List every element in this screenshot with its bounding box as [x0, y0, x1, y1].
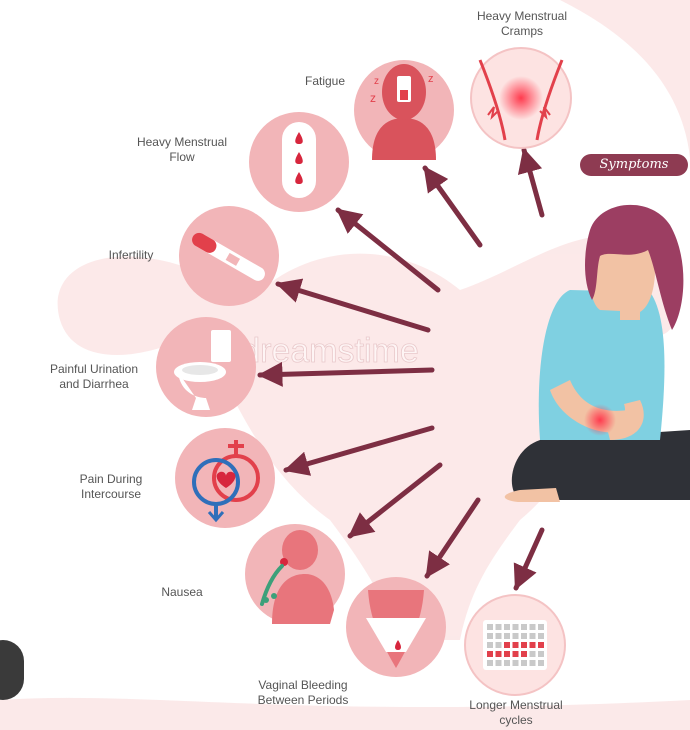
arrow-bleeding: [424, 497, 481, 579]
label-fatigue: Fatigue: [304, 74, 346, 88]
calendar-day: [504, 651, 510, 657]
calendar-day: [521, 660, 527, 666]
svg-text:z: z: [370, 91, 376, 105]
calendar-day: [495, 633, 502, 639]
lens-button-icon[interactable]: [0, 640, 24, 700]
calendar-day: [538, 624, 544, 630]
arrow-cramps: [517, 147, 545, 218]
calendar-day: [512, 633, 519, 639]
pregnancy-test-icon: [179, 206, 279, 306]
calendar-day: [487, 651, 493, 657]
calendar-day: [521, 633, 527, 639]
vomiting-person-icon: [245, 524, 345, 624]
calendar-day: [495, 624, 502, 630]
label-nausea: Nausea: [161, 585, 203, 599]
calendar-day: [512, 660, 519, 666]
arrow-nausea: [347, 462, 443, 539]
calendar-day: [529, 624, 536, 630]
symptom-circles: z z z: [156, 47, 572, 696]
calendar-day: [512, 642, 519, 648]
uterus-cramp-icon: [470, 47, 572, 149]
arrow-cycles: [513, 527, 545, 591]
calendar-icon: [464, 594, 566, 696]
calendar-day: [512, 624, 519, 630]
calendar-day: [487, 624, 493, 630]
calendar-day: [495, 642, 502, 648]
calendar-day: [504, 660, 510, 666]
calendar-day: [521, 642, 527, 648]
arrow-urination: [257, 361, 435, 387]
calendar-day: [529, 633, 536, 639]
calendar-day: [538, 633, 544, 639]
label-infertility: Infertility: [108, 248, 154, 262]
svg-text:z: z: [374, 76, 379, 87]
calendar-day: [529, 651, 536, 657]
arrow-fatigue: [422, 165, 483, 248]
gender-symbols-icon: [175, 428, 275, 528]
calendar-day: [529, 660, 536, 666]
toilet-icon: [156, 317, 256, 417]
calendar-day: [538, 660, 544, 666]
sanitary-pad-icon: [249, 112, 349, 212]
underwear-bleeding-icon: [346, 577, 446, 677]
calendar-day: [487, 633, 493, 639]
svg-text:z: z: [428, 73, 434, 85]
watermark-text: dreamstime: [241, 332, 419, 370]
calendar-day: [495, 651, 502, 657]
calendar-day: [512, 651, 519, 657]
calendar-day: [504, 642, 510, 648]
calendar-day: [504, 624, 510, 630]
calendar-day: [495, 660, 502, 666]
symptoms-badge: Symptoms: [580, 154, 688, 176]
arrow-intercourse: [283, 425, 435, 476]
calendar-day: [538, 642, 544, 648]
calendar-day: [529, 642, 536, 648]
calendar-day: [538, 651, 544, 657]
arrows: [257, 147, 545, 591]
arrow-flow: [335, 207, 441, 293]
tired-head-icon: z z z: [354, 60, 454, 160]
calendar-day: [504, 633, 510, 639]
woman-illustration: [504, 204, 690, 502]
calendar-day: [487, 642, 493, 648]
calendar-day: [487, 660, 493, 666]
calendar-day: [521, 651, 527, 657]
calendar-day: [521, 624, 527, 630]
arrow-infertility: [275, 278, 431, 333]
